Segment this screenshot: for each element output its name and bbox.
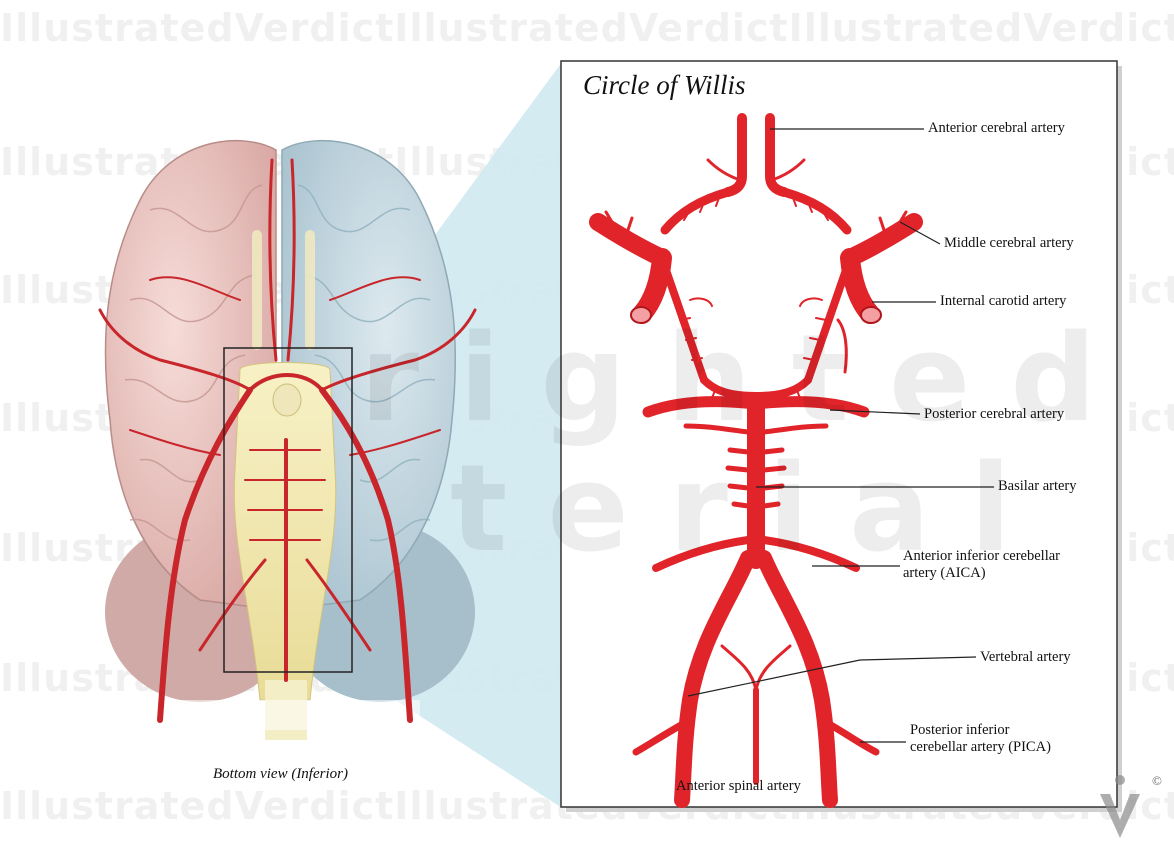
label-aica: Anterior inferior cerebellar artery (AIC…: [903, 548, 1073, 582]
label-pica: Posterior inferior cerebellar artery (PI…: [910, 722, 1060, 756]
label-anterior-cerebral: Anterior cerebral artery: [928, 120, 1065, 137]
circle-of-willis-panel: [561, 61, 1117, 807]
panel-title: Circle of Willis: [583, 70, 746, 101]
view-caption: Bottom view (Inferior): [213, 766, 348, 783]
brain-illustration: [100, 141, 475, 740]
label-basilar: Basilar artery: [998, 478, 1077, 495]
label-anterior-spinal: Anterior spinal artery: [676, 778, 801, 795]
copyright-mark: ©: [1152, 772, 1162, 789]
label-middle-cerebral: Middle cerebral artery: [944, 235, 1074, 252]
label-internal-carotid: Internal carotid artery: [940, 293, 1066, 310]
label-posterior-cerebral: Posterior cerebral artery: [924, 406, 1064, 423]
label-vertebral: Vertebral artery: [980, 649, 1071, 666]
brand-logo: [1096, 772, 1146, 842]
